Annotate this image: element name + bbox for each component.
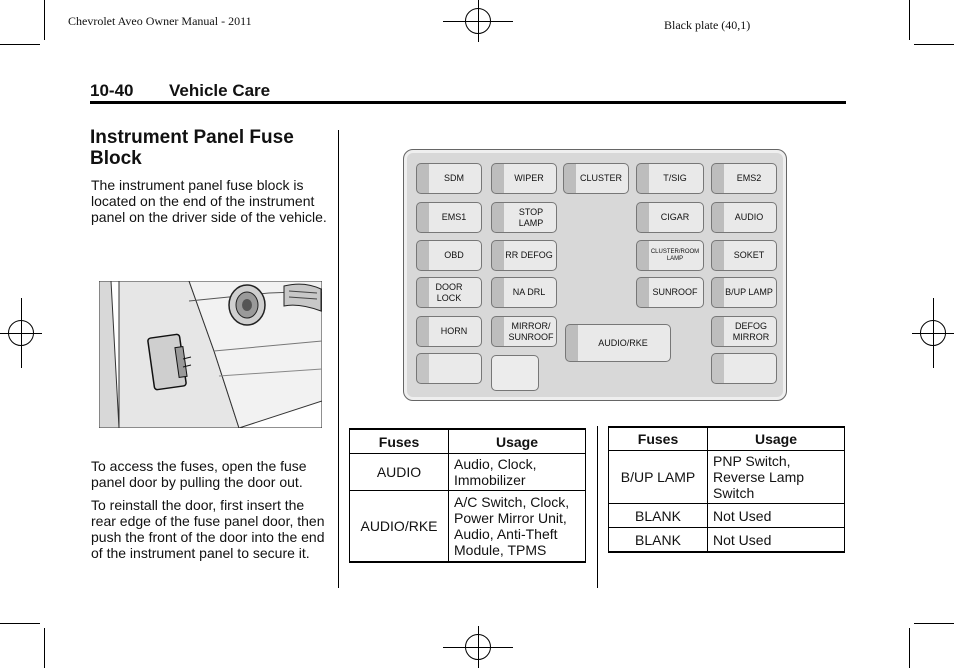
fuse-mirror-sunroof: MIRROR/ SUNROOF [491, 316, 557, 347]
registration-mark-top [443, 0, 513, 42]
usage-cell: Audio, Clock, Immobilizer [448, 453, 586, 491]
fuse-ems1: EMS1 [416, 202, 482, 233]
intro-paragraph: The instrument panel fuse block is locat… [91, 177, 327, 225]
fuse-door-lock: DOOR LOCK [416, 277, 482, 308]
crop-mark [0, 623, 40, 624]
table-row: B/UP LAMP PNP Switch, Reverse Lamp Switc… [608, 450, 845, 504]
table-row: AUDIO/RKE A/C Switch, Clock, Power Mirro… [349, 490, 586, 563]
fuse-audio: AUDIO [711, 202, 777, 233]
column-header-fuses: Fuses [349, 428, 449, 454]
dashboard-door-icon [98, 280, 323, 429]
registration-mark-left [0, 298, 42, 368]
fuse-stop-lamp: STOP LAMP [491, 202, 557, 233]
column-header-usage: Usage [707, 426, 845, 451]
registration-mark-right [912, 298, 954, 368]
fuse-sunroof: SUNROOF [636, 277, 704, 308]
fuse-cell: AUDIO/RKE [349, 490, 449, 563]
crop-mark [909, 0, 910, 40]
fuse-bup-lamp: B/UP LAMP [711, 277, 777, 308]
column-header-usage: Usage [448, 428, 586, 454]
column-divider [597, 426, 598, 588]
fuse-cell: BLANK [608, 503, 708, 528]
usage-cell: A/C Switch, Clock, Power Mirror Unit, Au… [448, 490, 586, 563]
fuse-block-diagram: SDM WIPER CLUSTER T/SIG EMS2 EMS1 STOP L… [403, 149, 787, 401]
crop-mark [0, 44, 40, 45]
crop-mark [909, 628, 910, 668]
fuse-blank [416, 353, 482, 384]
table-row: BLANK Not Used [608, 527, 845, 553]
fuse-wiper: WIPER [491, 163, 557, 194]
fuse-cigar: CIGAR [636, 202, 704, 233]
fuse-tsig: T/SIG [636, 163, 704, 194]
usage-cell: Not Used [707, 527, 845, 553]
fuse-audio-rke: AUDIO/RKE [565, 324, 671, 362]
fuse-ems2: EMS2 [711, 163, 777, 194]
fuse-cluster-room-lamp: CLUSTER/ROOM LAMP [636, 240, 704, 271]
plate-label: Black plate (40,1) [664, 18, 751, 32]
article-heading: Instrument Panel Fuse Block [90, 127, 294, 169]
fuse-blank [491, 355, 539, 391]
fuse-usage-table-left: Fuses Usage AUDIO Audio, Clock, Immobili… [349, 428, 586, 563]
reinstall-paragraph: To reinstall the door, first insert the … [91, 497, 325, 561]
table-row: AUDIO Audio, Clock, Immobilizer [349, 453, 586, 491]
fuse-door-illustration [98, 280, 323, 429]
fuse-horn: HORN [416, 316, 482, 347]
fuse-cluster: CLUSTER [563, 163, 629, 194]
fuse-cell: AUDIO [349, 453, 449, 491]
fuse-cell: BLANK [608, 527, 708, 553]
manual-title: Chevrolet Aveo Owner Manual - 2011 [68, 14, 252, 28]
fuse-cell: B/UP LAMP [608, 450, 708, 504]
fuse-defog-mirror: DEFOG MIRROR [711, 316, 777, 347]
fuse-soket: SOKET [711, 240, 777, 271]
fuse-na-drl: NA DRL [491, 277, 557, 308]
section-rule [90, 101, 846, 104]
section-title: Vehicle Care [169, 81, 271, 100]
fuse-sdm: SDM [416, 163, 482, 194]
fuse-rr-defog: RR DEFOG [491, 240, 557, 271]
page-number: 10-40 [90, 81, 134, 100]
access-paragraph: To access the fuses, open the fuse panel… [91, 458, 307, 490]
registration-mark-bottom [443, 626, 513, 668]
fuse-blank [711, 353, 777, 384]
column-divider [338, 130, 339, 588]
crop-mark [44, 628, 45, 668]
usage-cell: PNP Switch, Reverse Lamp Switch [707, 450, 845, 504]
table-row: BLANK Not Used [608, 503, 845, 528]
usage-cell: Not Used [707, 503, 845, 528]
fuse-obd: OBD [416, 240, 482, 271]
crop-mark [914, 44, 954, 45]
crop-mark [44, 0, 45, 40]
crop-mark [914, 623, 954, 624]
fuse-usage-table-right: Fuses Usage B/UP LAMP PNP Switch, Revers… [608, 426, 845, 553]
column-header-fuses: Fuses [608, 426, 708, 451]
